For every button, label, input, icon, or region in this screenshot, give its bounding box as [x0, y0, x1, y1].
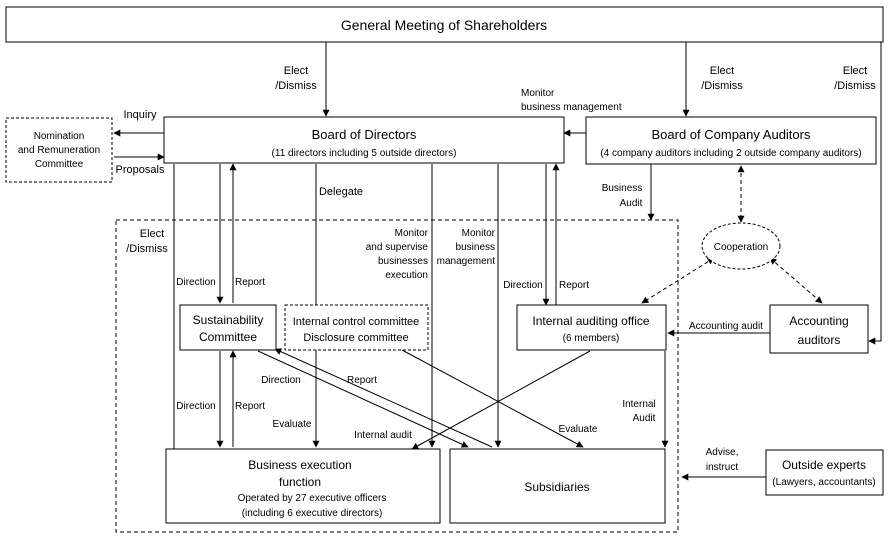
proposals-label: Proposals: [116, 164, 165, 176]
elect-label-4: Elect: [140, 228, 164, 240]
shareholders-label: General Meeting of Shareholders: [341, 17, 547, 33]
inquiry-label: Inquiry: [123, 109, 157, 121]
direction-label-2: Direction: [176, 401, 215, 412]
accounting-auditors-line-1: Accounting: [789, 314, 848, 328]
report-arrow-subsidiaries: [274, 348, 493, 448]
elect-label-1: Elect: [284, 65, 308, 77]
cooperation-label: Cooperation: [714, 242, 768, 253]
cooperation-link-internal-audit: [641, 257, 715, 304]
board-of-auditors-box: Board of Company Auditors (4 company aud…: [585, 116, 877, 165]
business-execution-line-1: Business execution: [248, 458, 351, 472]
outside-experts-box: Outside experts (Lawyers, accountants): [765, 449, 884, 496]
sustainability-line-2: Committee: [199, 330, 257, 344]
nomination-line-3: Committee: [35, 159, 84, 170]
monitor-supervise-line-2: and supervise: [366, 242, 429, 253]
board-of-directors-box: Board of Directors (11 directors includi…: [163, 116, 565, 164]
board-directors-sub: (11 directors including 5 outside direct…: [272, 148, 457, 159]
direction-label-4: Direction: [503, 280, 542, 291]
business-execution-sub-2: (including 6 executive directors): [242, 508, 383, 519]
accounting-auditors-box: Accounting auditors: [769, 304, 869, 354]
outside-experts-sub: (Lawyers, accountants): [772, 477, 875, 488]
monitor-supervise-line-4: execution: [385, 270, 428, 281]
nomination-line-1: Nomination: [34, 131, 85, 142]
shareholders-box: General Meeting of Shareholders: [5, 6, 884, 43]
business-execution-line-2: function: [279, 475, 321, 489]
internal-audit-office-label: Internal auditing office: [532, 314, 650, 328]
execution-region: [115, 219, 679, 533]
monitor-mid-line-3: management: [437, 256, 496, 267]
internal-auditing-office-box: Internal auditing office (6 members): [516, 304, 667, 351]
internal-audit-arrow-business: [411, 350, 591, 450]
monitor-supervise-line-3: businesses: [378, 256, 428, 267]
cooperation-link-accounting: [769, 257, 823, 304]
board-directors-label: Board of Directors: [312, 127, 417, 142]
advise-line-1: Advise,: [706, 447, 739, 458]
monitor-mid-line-2: business: [456, 242, 495, 253]
internal-audit-right-line-2: Audit: [633, 413, 656, 424]
internal-audit-office-sub: (6 members): [563, 333, 620, 344]
delegate-label: Delegate: [319, 186, 363, 198]
nomination-line-2: and Remuneration: [18, 145, 100, 156]
report-label-4: Report: [559, 280, 589, 291]
monitor-mid-line-1: Monitor: [462, 228, 496, 239]
evaluate-label-1: Evaluate: [273, 419, 312, 430]
board-auditors-label: Board of Company Auditors: [652, 127, 811, 142]
subsidiaries-label: Subsidiaries: [524, 480, 589, 494]
internal-control-committee-box: Internal control committee Disclosure co…: [284, 304, 429, 351]
monitor-top-line-2: business management: [521, 102, 622, 113]
business-audit-line-2: Audit: [620, 198, 643, 209]
dismiss-label-3: /Dismiss: [834, 80, 876, 92]
internal-control-line-2: Disclosure committee: [303, 332, 408, 344]
report-label-1: Report: [235, 277, 265, 288]
dismiss-label-4: /Dismiss: [126, 243, 168, 255]
business-execution-box: Business execution function Operated by …: [165, 448, 441, 524]
sustainability-committee-box: Sustainability Committee: [179, 304, 277, 351]
internal-control-line-1: Internal control committee: [293, 316, 420, 328]
evaluate-label-2: Evaluate: [559, 424, 598, 435]
subsidiaries-box: Subsidiaries: [449, 448, 666, 524]
monitor-supervise-line-1: Monitor: [395, 228, 429, 239]
monitor-top-line-1: Monitor: [521, 88, 555, 99]
board-auditors-sub: (4 company auditors including 2 outside …: [600, 148, 861, 159]
elect-label-3: Elect: [843, 65, 867, 77]
report-label-3: Report: [347, 375, 377, 386]
business-audit-line-1: Business: [602, 183, 643, 194]
report-label-2: Report: [235, 401, 265, 412]
evaluate-arrow-subsidiaries: [401, 349, 584, 448]
direction-arrow-subsidiaries: [257, 350, 469, 448]
accounting-audit-label: Accounting audit: [689, 321, 763, 332]
dismiss-label-2: /Dismiss: [701, 80, 743, 92]
advise-line-2: instruct: [706, 462, 738, 473]
internal-audit-right-line-1: Internal: [622, 399, 655, 410]
dismiss-label-1: /Dismiss: [275, 80, 317, 92]
elect-arrow-accounting-auditors: [868, 42, 882, 345]
direction-label-1: Direction: [176, 277, 215, 288]
elect-label-2: Elect: [710, 65, 734, 77]
direction-label-3: Direction: [261, 375, 300, 386]
cooperation-ellipse: Cooperation: [701, 222, 781, 270]
sustainability-line-1: Sustainability: [193, 313, 264, 327]
nomination-committee-box: Nomination and Remuneration Committee: [5, 117, 113, 183]
accounting-auditors-line-2: auditors: [798, 333, 841, 347]
internal-audit-label: Internal audit: [354, 430, 412, 441]
business-execution-sub-1: Operated by 27 executive officers: [238, 493, 387, 504]
outside-experts-label: Outside experts: [782, 458, 866, 472]
